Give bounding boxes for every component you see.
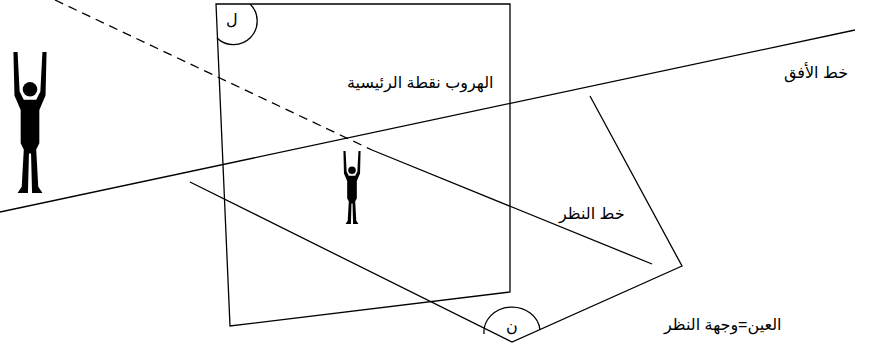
- dashed-ray: [55, 0, 372, 150]
- picture-plane: [216, 4, 510, 326]
- vanishing-point-label: الهروب نقطة الرئيسية: [345, 74, 496, 92]
- person-figure: [343, 151, 360, 224]
- horizon-line: [0, 30, 855, 212]
- sight-line-label: خط النظر: [557, 205, 627, 223]
- corner-arc: [217, 4, 257, 45]
- sight-line: [372, 150, 652, 264]
- horizon-label: خط الأفق: [782, 64, 850, 82]
- eye-letter: ن: [504, 318, 520, 336]
- person-figure: [13, 52, 46, 193]
- eye-label: العين=وجهة النظر: [662, 316, 784, 334]
- ground-plane: [190, 96, 682, 342]
- corner-letter: ل: [224, 11, 240, 29]
